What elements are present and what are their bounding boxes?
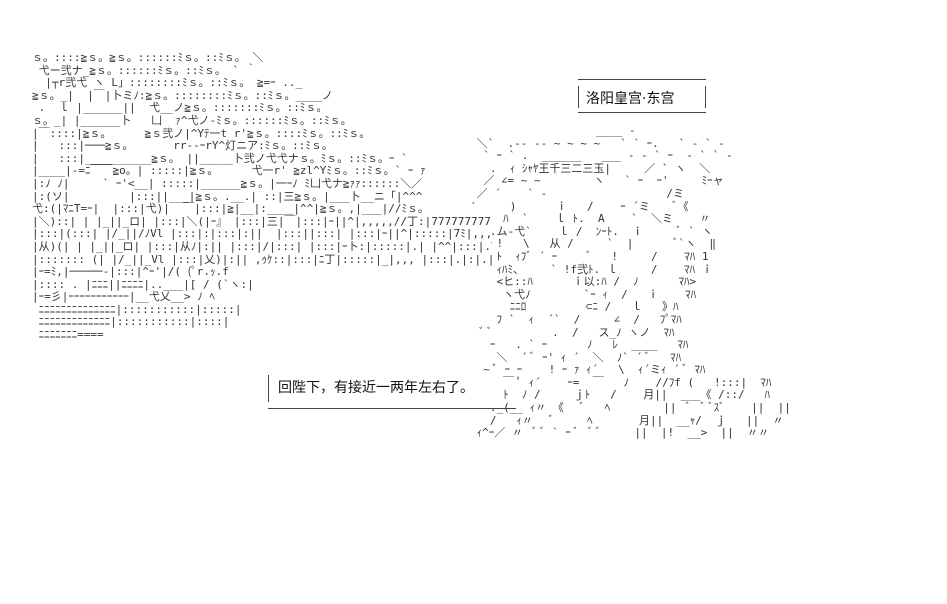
dialogue-text: 回陛下，有接近一两年左右了。	[278, 380, 474, 396]
ascii-art-palace-building: ｓ。::::≧ｓ。≧ｓ。::::::ﾐｓ。::ﾐｓ。 ＼ 弋ー弐ナ_≧ｓ。:::…	[32, 52, 492, 342]
dialogue-box: 回陛下，有接近一两年左右了。	[268, 371, 516, 409]
location-caption-box: 洛阳皇宫·东宫	[578, 79, 706, 113]
location-label: 洛阳皇宫·东宫	[586, 91, 675, 107]
ascii-art-character: ____ - ＼` .-- -- ~ ~ ~ ~ ` ` ｰ. ` - ` - …	[470, 125, 791, 440]
